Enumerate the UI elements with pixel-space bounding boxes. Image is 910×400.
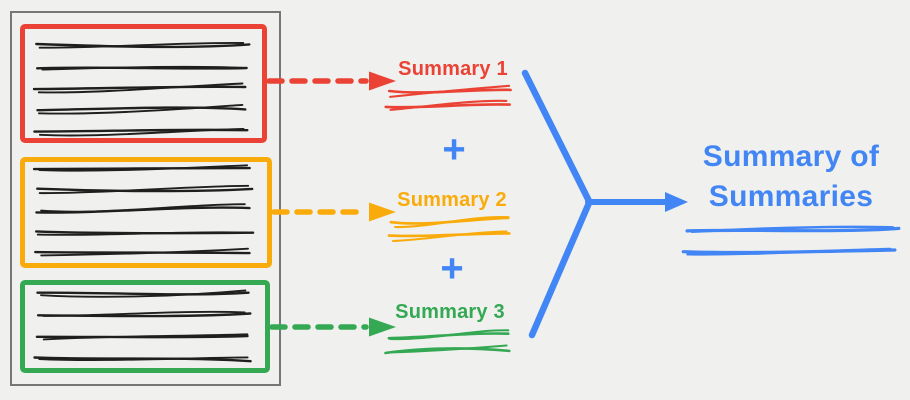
- summary-1-underline-scribble: [384, 84, 512, 111]
- output-underline-scribble: [681, 225, 901, 256]
- merge-connector: [521, 69, 688, 339]
- document-chunk-3: [20, 280, 270, 373]
- summary-3-underline-scribble: [384, 329, 511, 355]
- plus-operator-1: +: [442, 127, 466, 172]
- summary-3-arrowhead-icon: [369, 317, 396, 337]
- summary-1-label: Summary 1: [398, 58, 508, 80]
- document-panel: [10, 11, 281, 386]
- plus-operator-2: +: [440, 246, 464, 291]
- document-chunk-1: [20, 24, 267, 143]
- document-chunk-2: [20, 157, 272, 268]
- summary-2-label: Summary 2: [397, 189, 507, 211]
- summary-3-label: Summary 3: [395, 301, 505, 323]
- summary-1-arrowhead-icon: [369, 71, 396, 91]
- summary-2-underline-scribble: [387, 215, 511, 243]
- summary-2-arrowhead-icon: [369, 202, 396, 222]
- summary-2-arrow: [271, 202, 396, 222]
- output-label: Summary of Summaries: [702, 140, 880, 213]
- summary-3-arrow: [269, 317, 396, 337]
- summary-1-arrow: [266, 71, 396, 91]
